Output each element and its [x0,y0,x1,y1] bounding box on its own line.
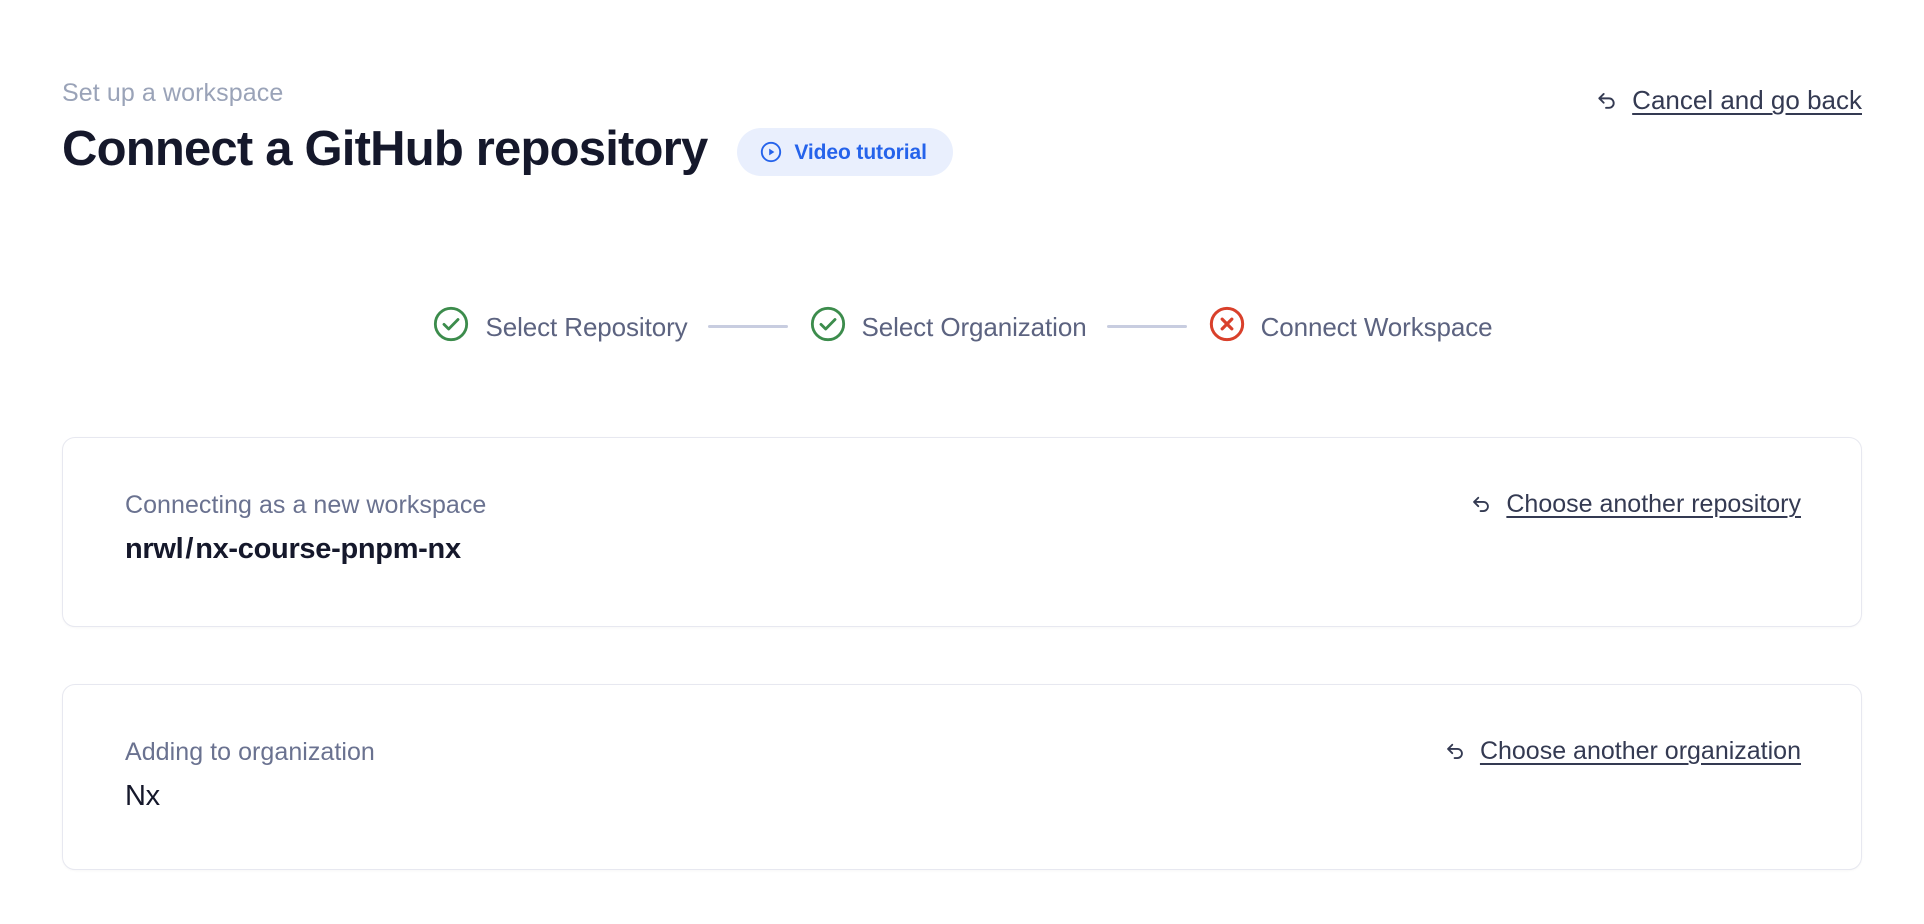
page-eyebrow: Set up a workspace [62,79,284,107]
step-label-connect-workspace: Connect Workspace [1260,311,1493,342]
cancel-and-go-back-link[interactable]: Cancel and go back [1593,84,1862,116]
step-label-select-repository: Select Repository [485,311,688,342]
organization-card: Adding to organization Nx Choose another… [62,684,1862,870]
arrow-uturn-left-icon [1468,491,1494,517]
video-tutorial-label: Video tutorial [794,140,927,164]
organization-name: Nx [125,780,160,812]
repository-separator: / [185,533,194,565]
repository-name: nx-course-pnpm-nx [195,533,461,565]
repository-owner: nrwl [125,533,184,565]
choose-another-repository-label: Choose another repository [1506,490,1801,518]
step-connector-1 [707,325,788,328]
check-circle-icon [808,304,848,349]
repository-card: Connecting as a new workspace nrwl/nx-co… [62,437,1862,627]
play-circle-icon [759,140,783,164]
arrow-uturn-left-icon [1442,738,1468,764]
page-header: Set up a workspace Connect a GitHub repo… [62,78,1862,178]
title-row: Connect a GitHub repository Video tutori… [62,120,1862,178]
step-connect-workspace[interactable]: Connect Workspace [1207,304,1493,349]
step-connector-2 [1106,325,1187,328]
repository-card-value: nrwl/nx-course-pnpm-nx [125,531,1801,567]
check-circle-icon [431,304,471,349]
choose-another-organization-link[interactable]: Choose another organization [1442,735,1801,767]
choose-another-organization-label: Choose another organization [1479,737,1801,765]
repository-card-label: Connecting as a new workspace [125,491,487,519]
video-tutorial-button[interactable]: Video tutorial [737,128,953,176]
x-circle-icon [1207,304,1247,349]
step-select-organization[interactable]: Select Organization [808,304,1087,349]
page-title: Connect a GitHub repository [62,122,708,176]
progress-stepper: Select Repository Select Organization Co… [0,304,1924,349]
organization-card-label: Adding to organization [125,738,375,766]
arrow-uturn-left-icon [1593,87,1620,114]
repository-card-inner: Connecting as a new workspace nrwl/nx-co… [63,438,1861,626]
step-label-select-organization: Select Organization [861,311,1087,342]
cancel-and-go-back-label: Cancel and go back [1632,85,1862,115]
step-select-repository[interactable]: Select Repository [431,304,688,349]
organization-card-inner: Adding to organization Nx Choose another… [63,685,1861,869]
choose-another-repository-link[interactable]: Choose another repository [1468,488,1801,520]
